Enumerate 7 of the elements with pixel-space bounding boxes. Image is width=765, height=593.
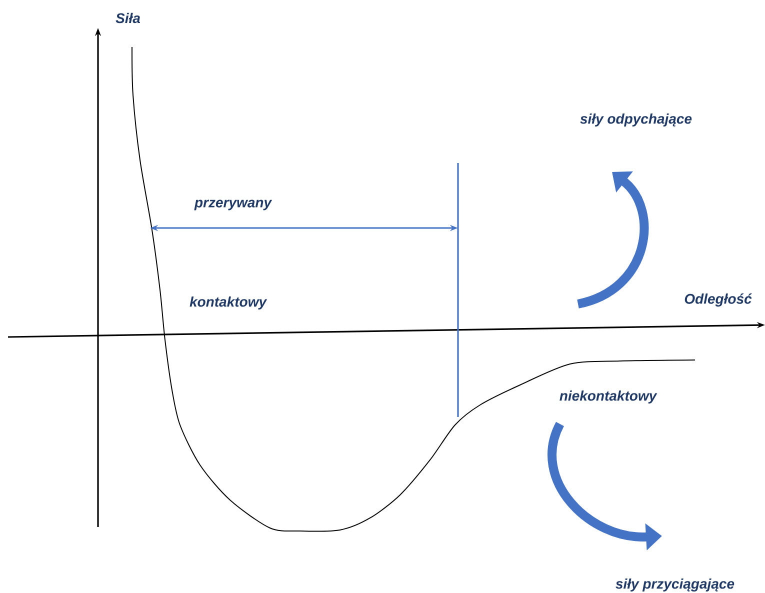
force-label: siły przyciągające: [616, 578, 734, 592]
region-label: kontaktowy: [190, 296, 268, 310]
axis-label: Siła: [116, 12, 140, 24]
region-label: przerywany: [194, 200, 272, 210]
force-label: siły odpychające: [580, 113, 692, 127]
region-label: niekontaktowy: [560, 390, 658, 404]
axis-label: Odległość: [684, 293, 752, 307]
